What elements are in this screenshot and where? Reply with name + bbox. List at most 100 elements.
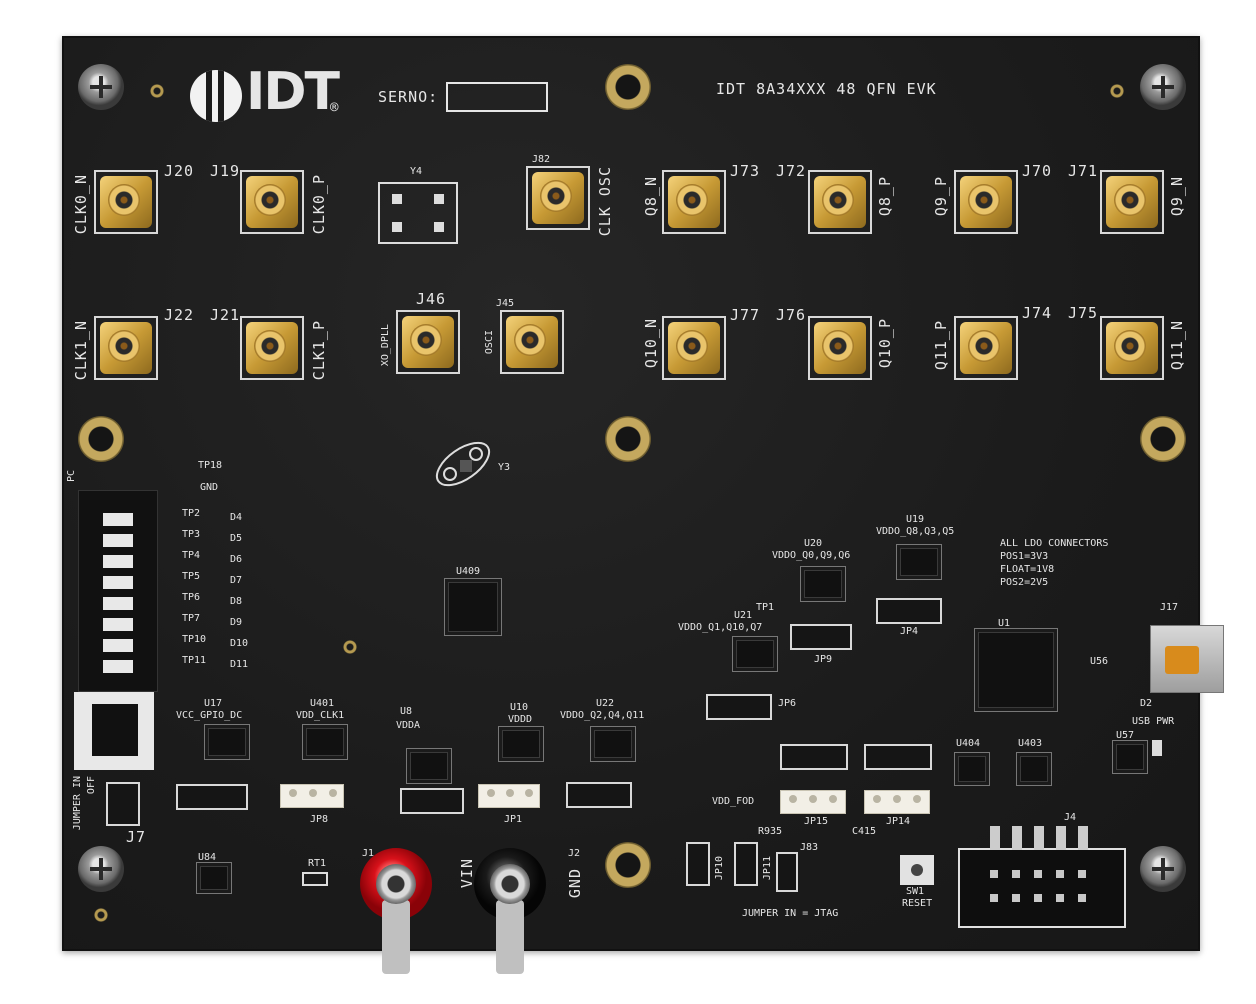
connector-label: Q8_N (642, 176, 660, 217)
jtag-header-j4[interactable] (958, 848, 1126, 928)
sma-connector-j70[interactable] (954, 170, 1018, 234)
ic-u403 (1020, 756, 1048, 782)
sma-connector-j72[interactable] (808, 170, 872, 234)
connector-label: CLK1_P (310, 320, 328, 381)
jumper-header[interactable] (864, 744, 932, 770)
jumper-header[interactable] (176, 784, 248, 810)
jumper-jp11[interactable] (734, 842, 758, 886)
testpoint-label: TP11 (182, 655, 207, 666)
jumper-jp8[interactable] (280, 784, 344, 808)
regulator-ref: U20 (804, 538, 823, 549)
testpoint-ref: TP1 (756, 602, 775, 613)
sma-connector-j21[interactable] (240, 316, 304, 380)
jumper-in-label: JUMPER IN (72, 776, 83, 831)
jumper-jp4[interactable] (876, 598, 942, 624)
dip-led-label: D9 (230, 617, 243, 628)
sma-connector-j22[interactable] (94, 316, 158, 380)
regulator-ref: U19 (906, 514, 925, 525)
header-ref: J4 (1064, 812, 1077, 823)
usb-mini-connector[interactable] (1150, 625, 1224, 693)
corner-screw-bottom-left (78, 846, 124, 892)
sma-connector-j82[interactable] (526, 166, 590, 230)
ic-ref: U57 (1116, 730, 1135, 741)
ic-u409 (448, 582, 498, 632)
ic-u1 (978, 632, 1054, 708)
regulator-u21 (736, 640, 774, 668)
ic-u404 (958, 756, 986, 782)
serno-label: SERNO: (378, 88, 439, 106)
oscillator-ref: Y4 (410, 166, 423, 177)
jumper-ref: JP10 (714, 856, 725, 881)
jumper-j83[interactable] (776, 852, 798, 892)
jtag-pins (990, 826, 1090, 850)
connector-label: CLK0_P (310, 174, 328, 235)
ldo-note-line: ALL LDO CONNECTORS (1000, 538, 1109, 549)
jumper-jp10[interactable] (686, 842, 710, 886)
jumper-ref: JP15 (804, 816, 829, 827)
jumper-jp6[interactable] (706, 694, 772, 720)
dip-led-label: D10 (230, 638, 249, 649)
testpoint-label: TP4 (182, 550, 201, 561)
sma-connector-j73[interactable] (662, 170, 726, 234)
vdd-fod-label: VDD_FOD (712, 796, 755, 807)
jumper-jp9[interactable] (790, 624, 852, 650)
regulator-u17 (208, 728, 246, 756)
sma-connector-j45[interactable] (500, 310, 564, 374)
jumper-ref: JP11 (762, 856, 773, 881)
jumper-header-j7[interactable] (106, 782, 140, 826)
sma-connector-j71[interactable] (1100, 170, 1164, 234)
connector-ref: J20 (164, 162, 195, 180)
ldo-note-line: FLOAT=1V8 (1000, 564, 1055, 575)
regulator-rail-label: VDDA (396, 720, 421, 731)
vin-label: VIN (458, 858, 476, 889)
sma-connector-j75[interactable] (1100, 316, 1164, 380)
regulator-ref: U17 (204, 698, 223, 709)
sma-connector-j76[interactable] (808, 316, 872, 380)
connector-label: Q9_N (1168, 176, 1186, 217)
serno-box (446, 82, 548, 112)
ldo-note-line: POS1=3V3 (1000, 551, 1049, 562)
jumper-header[interactable] (400, 788, 464, 814)
jumper-ref: JP9 (814, 654, 833, 665)
regulator-rail-label: VDDD (508, 714, 533, 725)
reset-button[interactable] (900, 855, 934, 885)
mounting-hole (605, 64, 651, 110)
jumper-jp1[interactable] (478, 784, 540, 808)
dip-led-label: D11 (230, 659, 249, 670)
usb-ref: J17 (1160, 602, 1179, 613)
gnd-label: GND (566, 868, 584, 899)
mounting-hole (605, 416, 651, 462)
regulator-rail-label: VCC_GPIO_DC (176, 710, 243, 721)
regulator-ref: U10 (510, 702, 529, 713)
resistor-ref: R935 (758, 826, 783, 837)
testpoint-label: TP5 (182, 571, 201, 582)
jumper-header[interactable] (566, 782, 632, 808)
connector-ref: J75 (1068, 304, 1099, 322)
sma-connector-j46[interactable] (396, 310, 460, 374)
connector-ref: J71 (1068, 162, 1099, 180)
eeprom-socket (74, 692, 154, 770)
connector-label: CLK OSC (596, 166, 614, 237)
regulator-u20 (804, 570, 842, 598)
sma-connector-j19[interactable] (240, 170, 304, 234)
jumper-jp14[interactable] (864, 790, 930, 814)
testpoint-label: TP2 (182, 508, 201, 519)
binding-post-black-gnd[interactable] (474, 848, 546, 974)
sma-connector-j74[interactable] (954, 316, 1018, 380)
sma-connector-j77[interactable] (662, 316, 726, 380)
jumper-off-label: OFF (86, 776, 97, 795)
connector-ref: J74 (1022, 304, 1053, 322)
connector-ref: J19 (210, 162, 241, 180)
dip-switch[interactable] (78, 490, 158, 692)
crystal-ref: Y3 (498, 462, 511, 473)
binding-post-red-vin[interactable] (360, 848, 432, 974)
jumper-jp15[interactable] (780, 790, 846, 814)
idt-logo-mark (190, 70, 242, 122)
board-title: IDT 8A34XXX 48 QFN EVK (716, 80, 937, 98)
sma-connector-j20[interactable] (94, 170, 158, 234)
jumper-header[interactable] (780, 744, 848, 770)
regulator-u19 (900, 548, 938, 576)
jtag-note: JUMPER IN = JTAG (742, 908, 839, 919)
testpoint-label: TP3 (182, 529, 201, 540)
jumper-ref: J83 (800, 842, 819, 853)
